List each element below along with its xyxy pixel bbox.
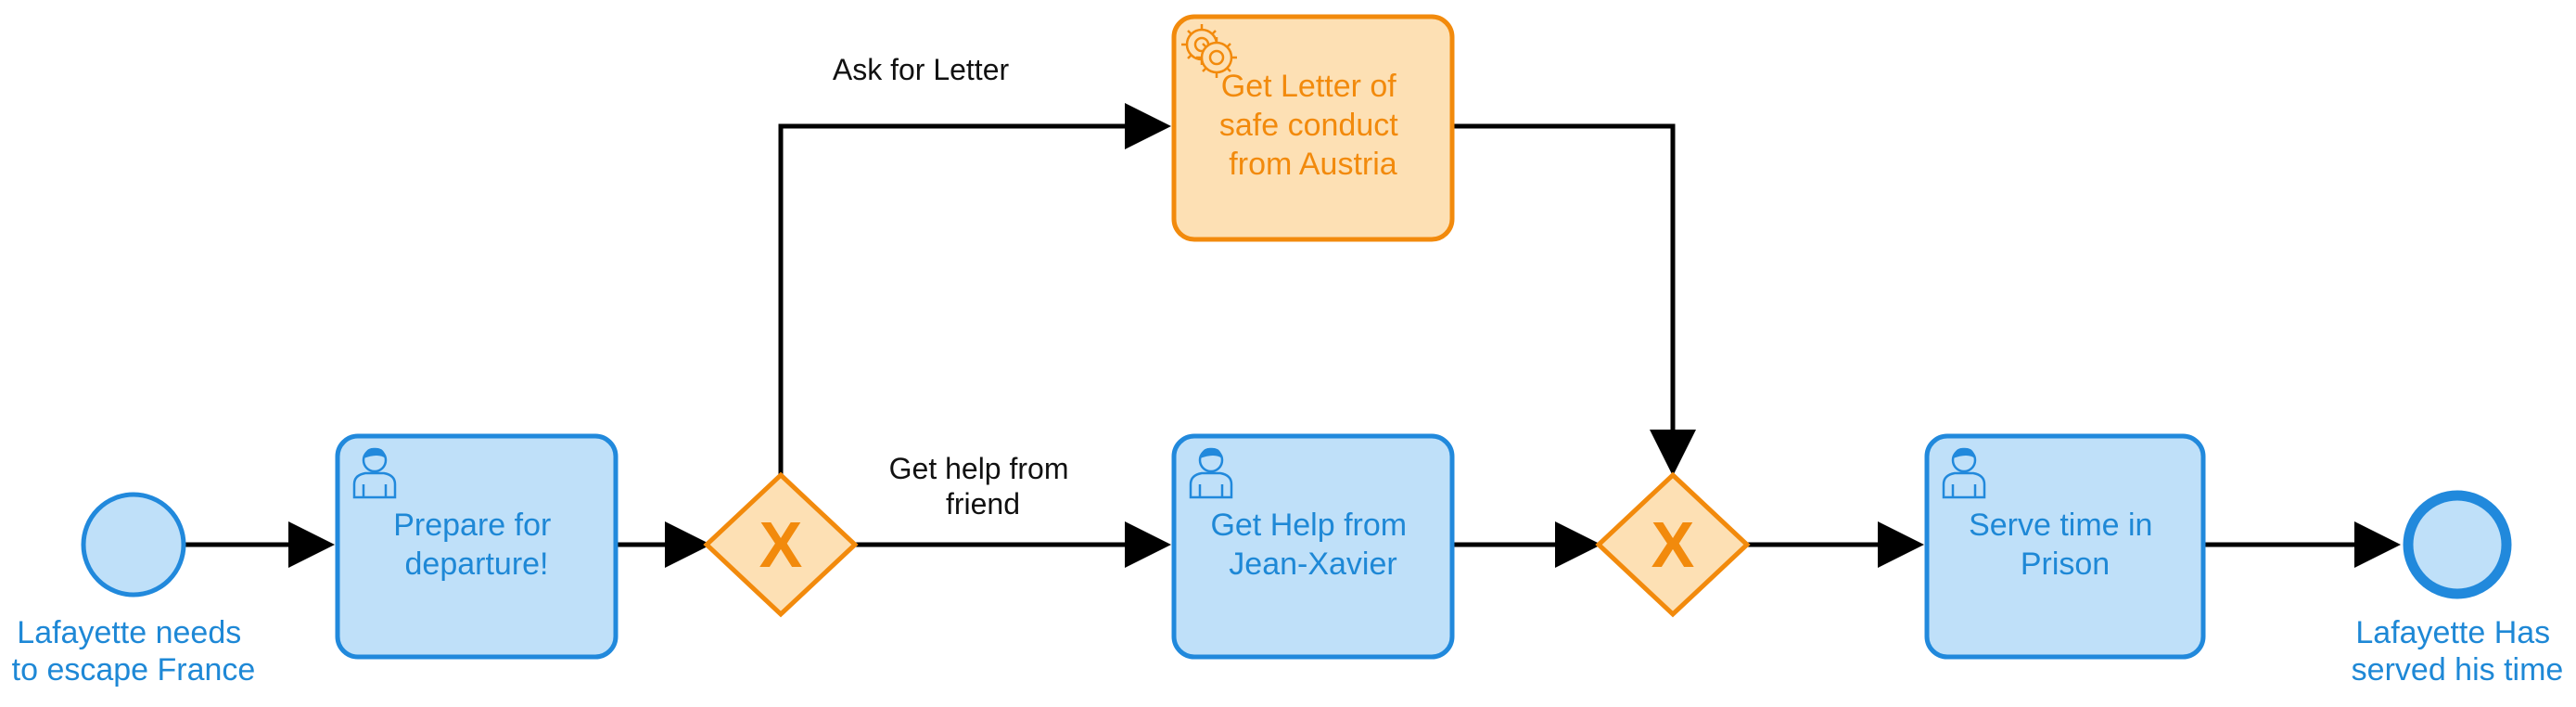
task-prepare-line-2: departure!	[405, 546, 549, 582]
gear-icon	[1181, 24, 1237, 78]
user-icon	[1942, 447, 1986, 499]
task-get-help[interactable]: Get Help from Jean-Xavier	[1171, 433, 1455, 660]
flow-letter-to-join[interactable]	[1452, 123, 1696, 476]
flow-label-ask-letter: Ask for Letter	[833, 53, 1010, 86]
task-letter-line-2: safe conduct	[1219, 108, 1398, 143]
user-icon	[1189, 447, 1233, 499]
gateway-split-marker: X	[759, 508, 803, 581]
task-prison-line-2: Prison	[2021, 546, 2110, 582]
task-help-line-2: Jean-Xavier	[1229, 546, 1396, 582]
start-event-label: Lafayette needs to escape France	[12, 615, 256, 688]
sequence-flows	[184, 103, 2401, 568]
task-prepare-departure[interactable]: Prepare for departure!	[335, 433, 618, 660]
svg-text:Get Letter of safe condu: Get Letter of safe conduct from Austria	[1219, 69, 1407, 182]
task-prepare-line-1: Prepare for	[393, 508, 551, 543]
end-event-label: Lafayette Has served his time	[2352, 615, 2564, 688]
flow-split-to-letter[interactable]	[778, 103, 1171, 475]
flow-label-help-friend: Get help from friend	[889, 452, 1078, 521]
end-event[interactable]	[2403, 490, 2512, 599]
task-letter-line-3: from Austria	[1229, 147, 1396, 182]
gateway-join-marker: X	[1651, 508, 1695, 581]
svg-text:Get Help from Jean-Xavie: Get Help from Jean-Xavier	[1210, 508, 1415, 582]
task-serve-prison[interactable]: Serve time in Prison	[1924, 433, 2206, 660]
user-icon	[352, 447, 397, 499]
exclusive-gateway-split[interactable]: X	[703, 471, 859, 618]
task-get-letter[interactable]: Get Letter of safe conduct from Austria	[1171, 14, 1455, 242]
task-letter-line-1: Get Letter of	[1221, 69, 1397, 104]
task-prison-line-1: Serve time in	[1969, 508, 2152, 543]
exclusive-gateway-join[interactable]: X	[1595, 471, 1751, 618]
start-event[interactable]	[81, 492, 186, 598]
task-help-line-1: Get Help from	[1210, 508, 1407, 543]
svg-text:Prepare for departure!: Prepare for departure!	[393, 508, 560, 582]
svg-text:Serve time in Prison: Serve time in Prison	[1969, 508, 2162, 582]
